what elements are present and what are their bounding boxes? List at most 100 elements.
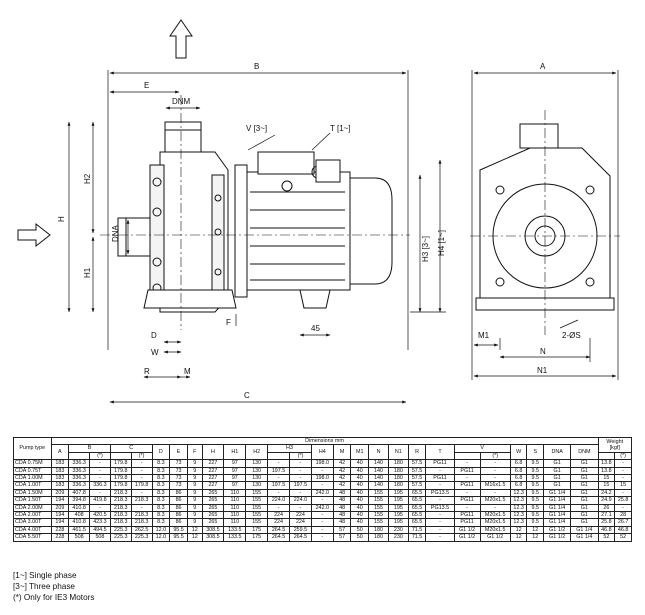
table-cell: 227: [201, 481, 225, 490]
dim-label-f: F: [226, 318, 231, 327]
col-header-m1: M1: [350, 444, 370, 461]
table-cell: 194: [50, 518, 70, 527]
table-cell: 155: [245, 511, 269, 520]
table-cell: 198.0: [310, 459, 334, 468]
col-header-m: M: [332, 444, 352, 461]
table-cell: 42: [332, 466, 352, 476]
table-cell: 228: [50, 533, 70, 542]
table-cell: 50: [350, 533, 370, 542]
table-cell: 110: [223, 511, 247, 520]
table-cell: -: [89, 503, 111, 513]
table-cell: 264.5: [267, 525, 290, 535]
dim-label-h1: H1: [83, 267, 92, 278]
table-cell: G1: [570, 481, 599, 490]
table-cell: 225.3: [109, 525, 132, 535]
table-cell: 195: [387, 503, 409, 513]
table-cell: 110: [223, 503, 247, 513]
table-cell: G1 1/4: [543, 503, 572, 513]
table-cell: 408: [68, 511, 91, 520]
table-cell: 40: [350, 474, 370, 483]
table-cell: 419.8: [89, 496, 111, 505]
pump-type-header: Pump type: [13, 436, 52, 461]
table-cell: G1 1/4: [543, 511, 572, 520]
table-cell: 40: [350, 518, 370, 527]
table-cell: -: [425, 525, 455, 535]
table-cell: 9: [186, 466, 203, 476]
table-cell: M20x1.5: [479, 511, 511, 520]
table-cell: 12.0: [151, 533, 171, 542]
table-cell: -: [89, 488, 111, 498]
table-cell: 9.5: [526, 481, 545, 490]
col-subheader-c-standard: [109, 451, 132, 461]
table-cell: -: [267, 474, 290, 483]
table-cell: 9: [186, 496, 203, 505]
table-cell: -: [479, 466, 511, 476]
pump-model-cell: CDA 3.00T: [13, 518, 52, 527]
table-cell: 180: [387, 481, 409, 490]
table-cell: 197.5: [267, 466, 290, 476]
table-cell: 218.3: [130, 518, 153, 527]
dim-label-h: H: [57, 216, 66, 222]
table-cell: 264.5: [267, 533, 290, 542]
table-cell: 227: [201, 459, 225, 468]
table-cell: -: [289, 466, 312, 476]
dim-label-m1: M1: [478, 331, 490, 340]
table-cell: PG13.5: [425, 488, 455, 498]
table-cell: -: [130, 474, 153, 483]
table-cell: -: [289, 459, 312, 468]
table-cell: 155: [245, 518, 269, 527]
inlet-flow-arrow: [17, 222, 51, 248]
table-cell: 155: [368, 518, 389, 527]
table-cell: 140: [368, 481, 389, 490]
dim-label-m: M: [184, 367, 191, 376]
table-cell: G1 1/4: [543, 488, 572, 498]
table-cell: 227: [201, 466, 225, 476]
table-cell: PG13.5: [425, 503, 455, 513]
table-cell: 9: [186, 518, 203, 527]
weight-unit: [kgf]: [609, 444, 620, 451]
table-cell: 218.3: [130, 511, 153, 520]
dim-label-n1: N1: [537, 366, 548, 375]
col-header-s: S: [526, 444, 545, 461]
table-cell: 52: [597, 533, 616, 542]
dim-label-r: R: [144, 367, 150, 376]
table-cell: 183: [50, 459, 70, 468]
table-cell: 12.3: [509, 503, 528, 513]
table-cell: 218.3: [109, 503, 132, 513]
table-cell: 8.3: [151, 496, 171, 505]
table-cell: 394.8: [68, 496, 91, 505]
table-cell: -: [453, 503, 481, 513]
pump-dimension-drawing: B E DNM V [3~] T [1~] H H2 H1 DNA H3 [3~…: [17, 19, 620, 404]
table-cell: 8.3: [151, 503, 171, 513]
table-cell: 73: [169, 481, 188, 490]
table-cell: G1: [543, 474, 572, 483]
table-cell: PG11: [453, 511, 481, 520]
col-subheader-b-standard: [68, 451, 91, 461]
table-cell: -: [310, 466, 334, 476]
table-cell: 179.8: [109, 481, 132, 490]
table-cell: 218.3: [130, 496, 153, 505]
col-subheader-h3-ie3: (*): [289, 451, 312, 461]
table-cell: 9: [186, 474, 203, 483]
table-cell: 50: [350, 525, 370, 535]
table-cell: 48: [332, 488, 352, 498]
table-cell: -: [425, 533, 455, 542]
table-cell: 195: [387, 511, 409, 520]
table-cell: 26.7: [614, 518, 632, 527]
table-cell: 224: [267, 518, 290, 527]
table-cell: 9: [186, 481, 203, 490]
table-cell: 209: [50, 488, 70, 498]
table-cell: 86: [169, 488, 188, 498]
table-cell: 15: [614, 481, 632, 490]
table-cell: 9.5: [526, 518, 545, 527]
dim-label-h2: H2: [83, 173, 92, 184]
table-cell: 195: [387, 518, 409, 527]
table-cell: 194: [50, 511, 70, 520]
col-header-a: A: [50, 444, 70, 461]
table-cell: 9.5: [526, 503, 545, 513]
table-cell: 224: [267, 511, 290, 520]
table-cell: -: [310, 496, 334, 505]
